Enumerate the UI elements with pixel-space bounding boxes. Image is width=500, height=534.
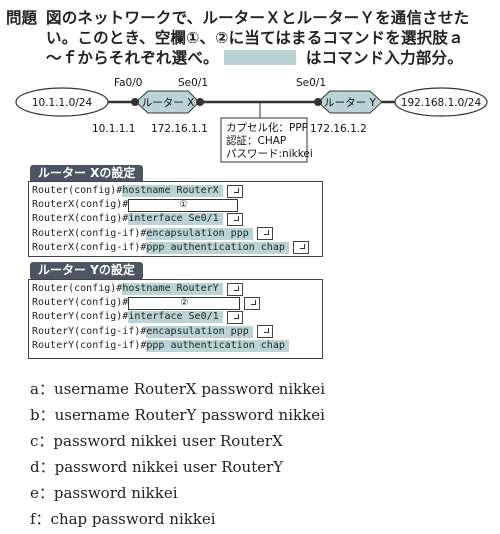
enter-key-icon bbox=[226, 282, 243, 296]
right-network-ellipse bbox=[394, 87, 488, 117]
config-y-cmd-5: ppp authentication chap bbox=[146, 339, 289, 352]
note-line-1: カプセル化：PPP bbox=[226, 121, 308, 134]
config-x-line-4: RouterX(config-if)#encapsulation ppp bbox=[32, 227, 322, 241]
note-line-2: 認証：CHAP bbox=[226, 134, 286, 147]
config-y-prompt-4: RouterY(config-if)# bbox=[32, 325, 147, 337]
router-y-label: ルーター Y bbox=[324, 97, 376, 109]
ip-se-y-label: 172.16.1.2 bbox=[310, 123, 367, 135]
config-x-cmd-4: encapsulation ppp bbox=[146, 227, 253, 240]
config-x-line-5: RouterX(config-if)#ppp authentication ch… bbox=[32, 241, 322, 255]
enter-key-icon bbox=[256, 325, 273, 339]
config-y-prompt-2: RouterY(config)# bbox=[32, 297, 129, 309]
note-box bbox=[220, 117, 308, 163]
if-se-y-label: Se0/1 bbox=[296, 77, 326, 89]
note-line-3: パスワード:nikkei bbox=[226, 148, 313, 160]
config-x-prompt-1: Router(config)# bbox=[32, 185, 123, 197]
config-y-line-5: RouterY(config-if)#ppp authentication ch… bbox=[32, 339, 322, 353]
option-e: e：password nikkei bbox=[30, 484, 178, 502]
option-c: c：password nikkei user RouterX bbox=[30, 432, 283, 450]
network-diagram: 10.1.1.0/24 192.168.1.0/24 ルーター X ルーター Y… bbox=[15, 77, 488, 163]
option-d: d：password nikkei user RouterY bbox=[30, 458, 284, 476]
ip-se-x-label: 172.16.1.1 bbox=[151, 123, 208, 135]
command-highlight-swatch bbox=[224, 50, 297, 65]
enter-key-icon bbox=[256, 227, 273, 241]
config-x-box: Router(config)#hostname RouterX RouterX(… bbox=[28, 181, 323, 257]
blank-2[interactable]: ② bbox=[128, 296, 241, 310]
config-y-box: Router(config)#hostname RouterY RouterY(… bbox=[28, 279, 323, 359]
enter-key-icon bbox=[292, 241, 309, 255]
config-x-title: ルーター Xの設定 bbox=[30, 165, 144, 183]
blank-1[interactable]: ① bbox=[128, 198, 239, 212]
config-x-line-3: RouterX(config)#interface Se0/1 bbox=[32, 212, 322, 226]
enter-key-icon bbox=[226, 212, 243, 226]
config-x-prompt-2: RouterX(config)# bbox=[32, 199, 129, 211]
right-network-label: 192.168.1.0/24 bbox=[401, 97, 482, 109]
config-x-prompt-5: RouterX(config-if)# bbox=[32, 241, 147, 253]
config-x-prompt-3: RouterX(config)# bbox=[32, 213, 129, 225]
left-network-ellipse bbox=[15, 87, 109, 117]
option-b: b：username RouterY password nikkei bbox=[30, 406, 325, 424]
config-y-line-2: RouterY(config)#② bbox=[32, 296, 322, 310]
question-line-4-text: はコマンド入力部分。 bbox=[305, 49, 463, 67]
router-x-label: ルーター X bbox=[142, 97, 195, 109]
config-x-cmd-3: interface Se0/1 bbox=[128, 213, 223, 226]
question-line-3-text: 〜ｆからそれぞれ選べ。 bbox=[46, 49, 219, 67]
question-label: 問題 bbox=[6, 9, 38, 27]
config-y-cmd-3: interface Se0/1 bbox=[128, 311, 223, 324]
config-y-prompt-1: Router(config)# bbox=[32, 283, 123, 295]
config-y-prompt-5: RouterY(config-if)# bbox=[32, 339, 147, 351]
enter-key-icon bbox=[244, 296, 261, 310]
question-line-3: 〜ｆからそれぞれ選べ。 はコマンド入力部分。 bbox=[46, 46, 463, 68]
left-network-label: 10.1.1.0/24 bbox=[32, 97, 93, 109]
enter-key-icon bbox=[226, 184, 243, 198]
config-x-line-1: Router(config)#hostname RouterX bbox=[32, 184, 322, 198]
fa-dot bbox=[131, 98, 139, 106]
question-line-2: い。このとき、空欄①、②に当てはまるコマンドを選択肢ａ bbox=[46, 29, 464, 47]
config-x-cmd-5: ppp authentication chap bbox=[146, 241, 289, 254]
config-y-line-3: RouterY(config)#interface Se0/1 bbox=[32, 310, 322, 324]
config-x-prompt-4: RouterX(config-if)# bbox=[32, 227, 147, 239]
router-y-shape bbox=[317, 90, 383, 114]
se-y-dot bbox=[314, 98, 322, 106]
config-y-cmd-4: encapsulation ppp bbox=[146, 325, 253, 338]
enter-key-icon bbox=[226, 310, 243, 324]
ip-fa-label: 10.1.1.1 bbox=[92, 123, 135, 135]
if-fa-label: Fa0/0 bbox=[114, 77, 142, 89]
config-y-line-1: Router(config)#hostname RouterY bbox=[32, 282, 322, 296]
se-x-dot bbox=[196, 98, 204, 106]
config-x-cmd-1: hostname RouterX bbox=[122, 185, 223, 198]
option-a: a：username RouterX password nikkei bbox=[30, 380, 325, 398]
config-y-prompt-3: RouterY(config)# bbox=[32, 311, 129, 323]
option-f: f：chap password nikkei bbox=[30, 510, 216, 528]
config-y-title: ルーター Yの設定 bbox=[30, 262, 143, 280]
config-y-line-4: RouterY(config-if)#encapsulation ppp bbox=[32, 325, 322, 339]
config-x-line-2: RouterX(config)#① bbox=[32, 198, 322, 212]
config-y-cmd-1: hostname RouterY bbox=[122, 283, 223, 296]
question-line-1: 図のネットワークで、ルーターＸとルーターＹを通信させた bbox=[46, 9, 470, 27]
if-se-x-label: Se0/1 bbox=[178, 77, 208, 89]
